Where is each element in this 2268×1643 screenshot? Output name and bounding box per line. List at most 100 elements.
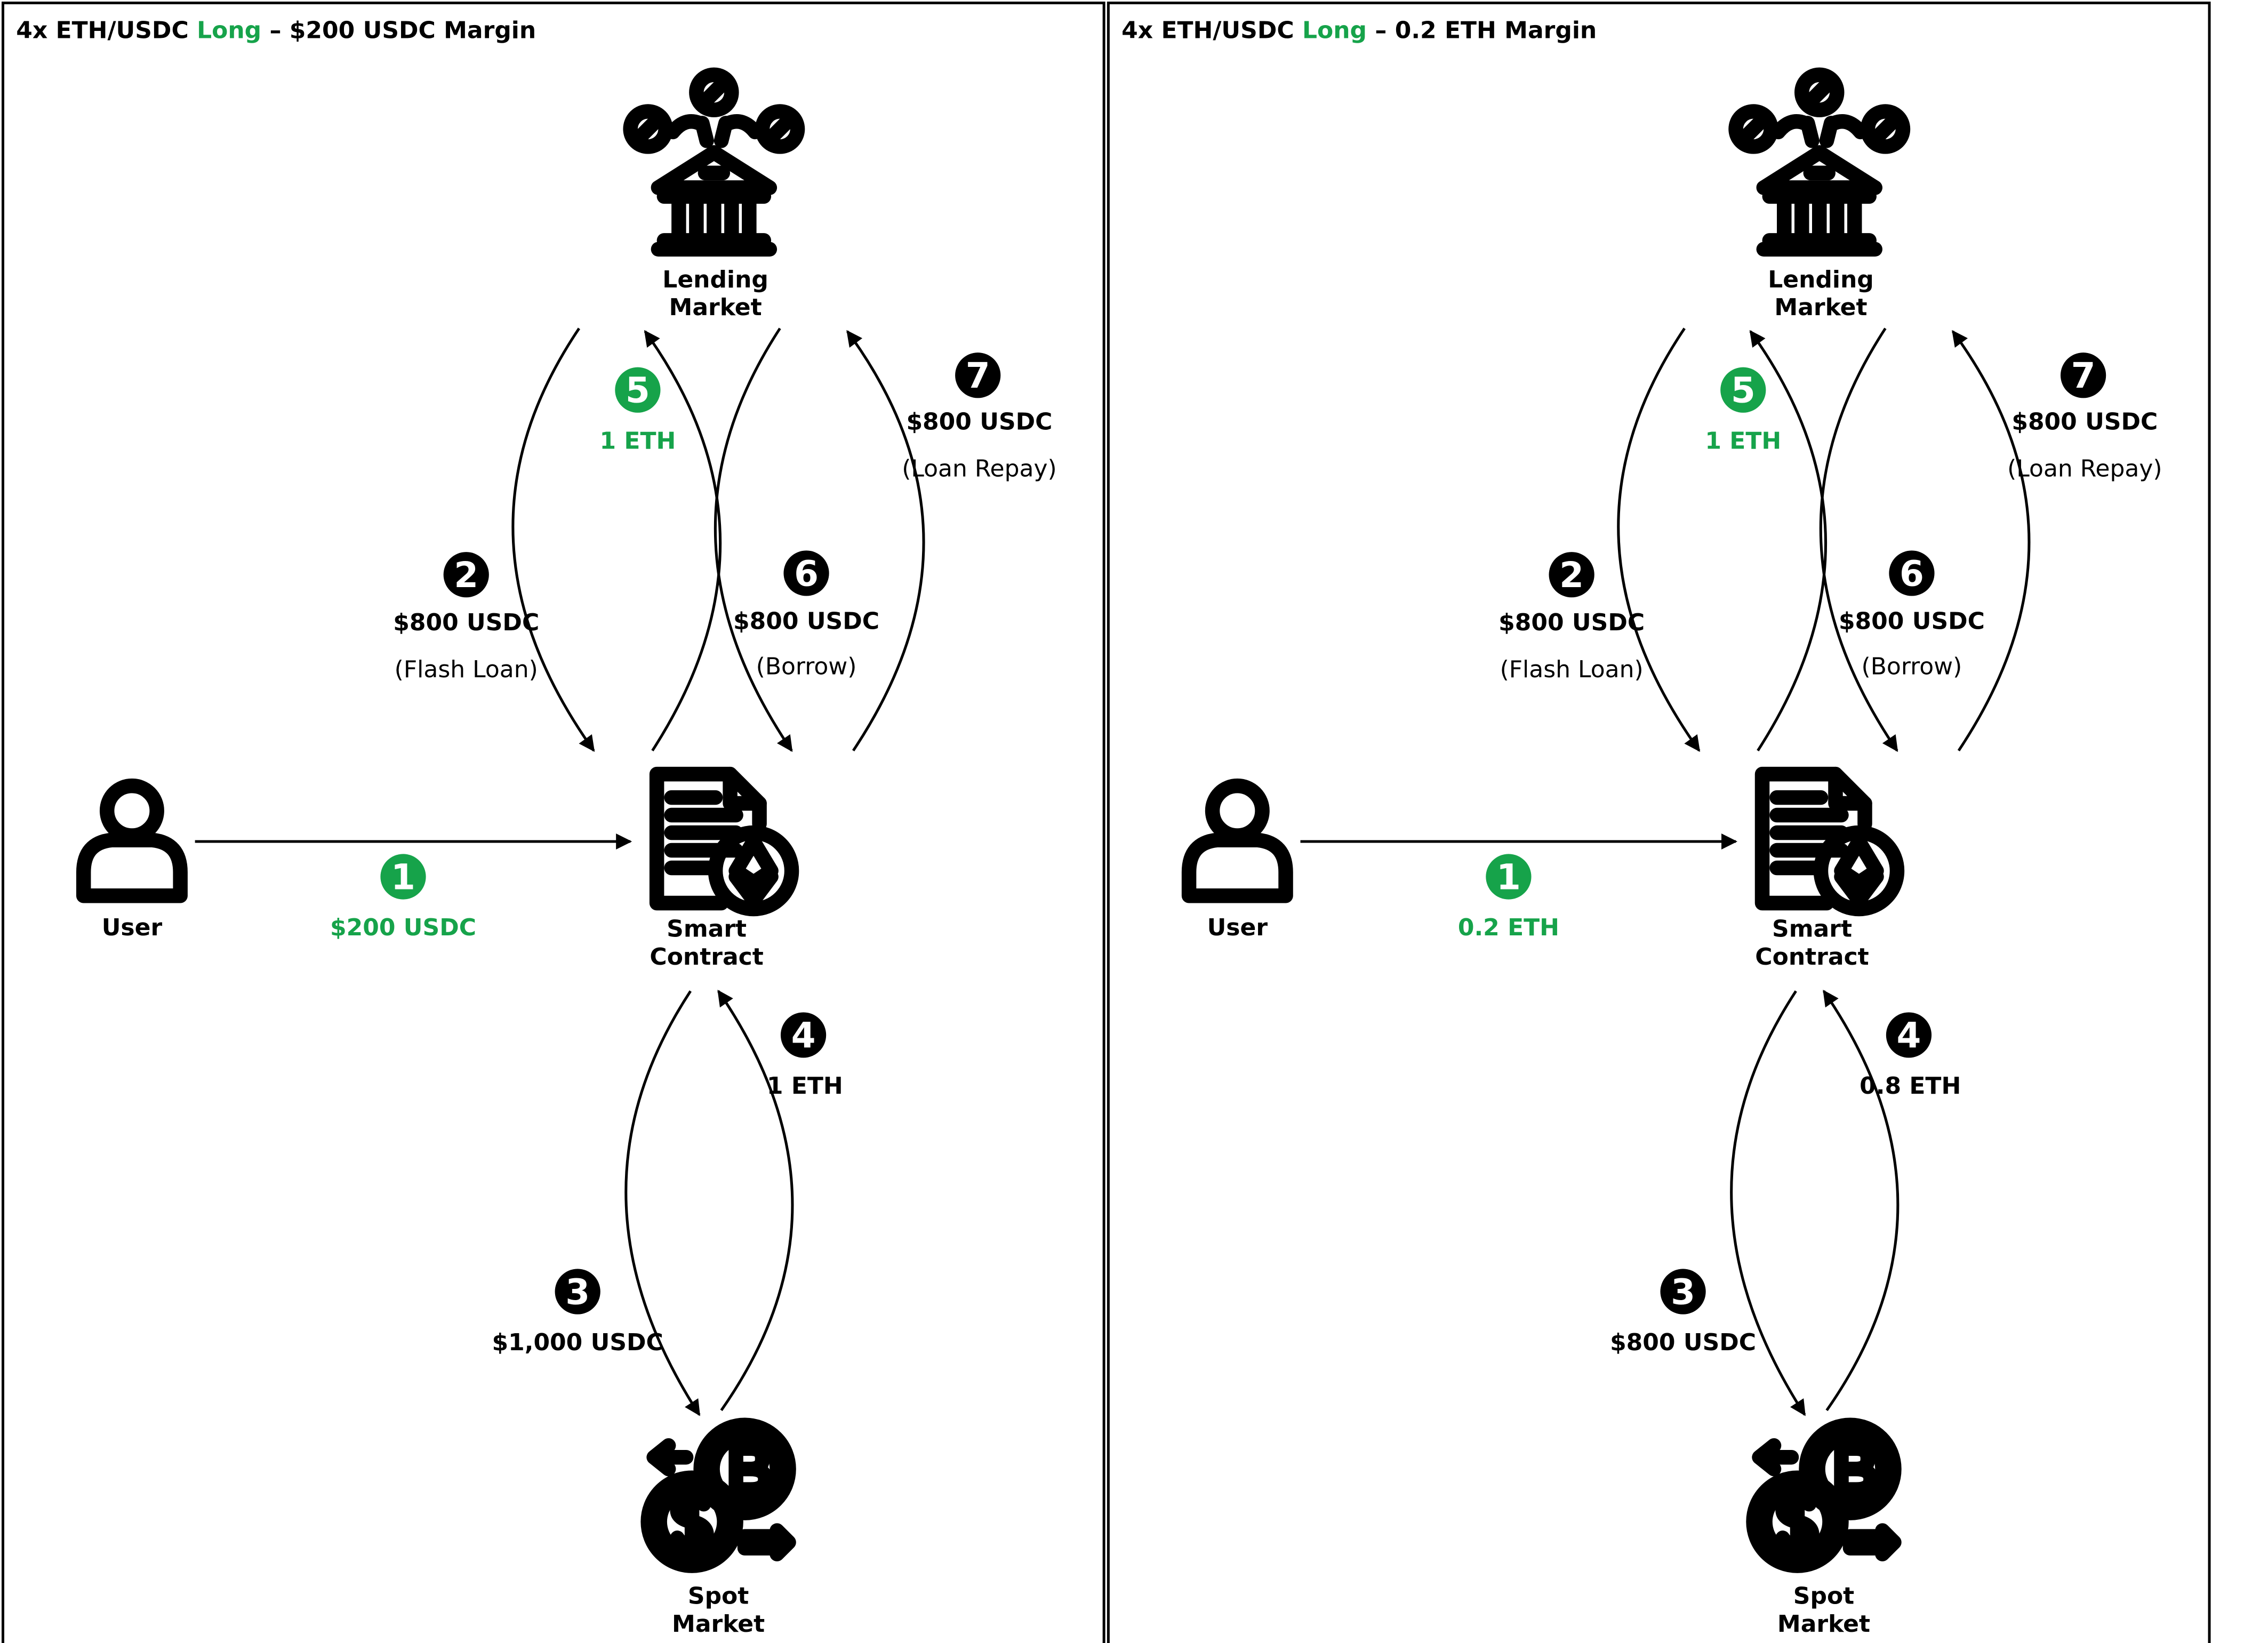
step-badge: 6 xyxy=(783,550,829,596)
arrow-step-6 xyxy=(1819,327,1898,752)
step-badge-circle xyxy=(615,367,661,413)
arrow-step-4 xyxy=(1822,989,1900,1412)
step-badge-circle xyxy=(783,550,829,596)
panel-title: 4x ETH/USDC Long – $200 USDC Margin xyxy=(16,17,536,44)
lending-market-label: Market xyxy=(669,294,762,321)
step-badge-circle xyxy=(1889,550,1935,596)
step-1-amount: 0.2 ETH xyxy=(1458,914,1559,941)
step-badge: 5 xyxy=(615,367,661,413)
arrow-step-2 xyxy=(1617,327,1701,752)
step-4-amount: 0.8 ETH xyxy=(1860,1072,1961,1100)
step-number: 5 xyxy=(1731,370,1756,411)
smart-contract-label: Smart xyxy=(667,916,747,943)
coin-icon xyxy=(1860,104,1911,154)
arrow-left-icon xyxy=(1752,1438,1799,1477)
step-4-amount: 1 ETH xyxy=(767,1072,843,1100)
step-7-amount: $800 USDC xyxy=(906,408,1052,436)
bank-icon xyxy=(623,67,805,257)
contract-icon xyxy=(1754,766,1905,917)
contract-icon xyxy=(649,766,799,917)
step-badge-circle xyxy=(1886,1012,1932,1058)
arrow-step-7 xyxy=(846,330,925,751)
arrow-step-7 xyxy=(1951,330,2031,751)
step-number: 6 xyxy=(794,553,819,594)
title-prefix: 4x ETH/USDC xyxy=(16,17,197,44)
step-number: 7 xyxy=(966,355,990,396)
step-number: 1 xyxy=(1496,856,1521,897)
step-badge-circle xyxy=(780,1012,827,1058)
panel-border xyxy=(1,1,1105,1643)
step-badge-circle xyxy=(955,352,1001,398)
panel-1: 4x ETH/USDC Long – $200 USDC MarginLendi… xyxy=(1,1,1105,1643)
step-badge-circle xyxy=(1660,1269,1706,1315)
lending-market-label: Lending xyxy=(1768,266,1874,293)
step-number: 3 xyxy=(1671,1271,1695,1312)
step-7-amount: $800 USDC xyxy=(2011,408,2158,436)
step-badge-circle xyxy=(380,854,426,900)
spot-market-label: Spot xyxy=(1793,1583,1854,1610)
step-number: 7 xyxy=(2071,355,2096,396)
arrow-step-3 xyxy=(624,990,701,1416)
title-suffix: – 0.2 ETH Margin xyxy=(1367,17,1597,44)
step-badge: 5 xyxy=(1720,367,1766,413)
step-badge: 7 xyxy=(955,352,1001,398)
exchange-icon xyxy=(1746,1417,1902,1573)
step-badge: 1 xyxy=(1486,854,1532,900)
step-badge: 1 xyxy=(380,854,426,900)
step-badge: 7 xyxy=(2060,352,2106,398)
panel-2: 4x ETH/USDC Long – 0.2 ETH MarginLending… xyxy=(1107,1,2211,1643)
ethereum-icon xyxy=(708,825,799,917)
step-3-amount: $1,000 USDC xyxy=(492,1329,663,1356)
step-badge-circle xyxy=(1549,552,1594,598)
dollar-coin-icon xyxy=(640,1470,743,1573)
step-badge-circle xyxy=(443,552,489,598)
exchange-icon xyxy=(640,1417,796,1573)
smart-contract-label: Contract xyxy=(650,943,763,971)
step-badge: 4 xyxy=(1886,1012,1932,1058)
title-prefix: 4x ETH/USDC xyxy=(1121,17,1302,44)
step-6-amount: $800 USDC xyxy=(733,607,879,635)
spot-market-label: Market xyxy=(672,1610,765,1638)
coin-icon xyxy=(623,104,673,154)
user-label: User xyxy=(102,914,163,941)
user-label: User xyxy=(1207,914,1268,941)
step-6-note: (Borrow) xyxy=(1862,653,1962,680)
step-number: 4 xyxy=(791,1015,816,1056)
step-number: 3 xyxy=(565,1271,590,1312)
coin-icon xyxy=(689,67,739,117)
step-badge-circle xyxy=(1720,367,1766,413)
step-number: 1 xyxy=(391,856,415,897)
step-badge-circle xyxy=(1486,854,1532,900)
title-highlight: Long xyxy=(197,17,261,44)
step-number: 2 xyxy=(1559,555,1584,596)
coin-icon xyxy=(1794,67,1845,117)
step-number: 4 xyxy=(1896,1015,1921,1056)
bitcoin-icon xyxy=(693,1417,796,1520)
title-highlight: Long xyxy=(1302,17,1367,44)
spot-market-label: Market xyxy=(1777,1610,1870,1638)
arrow-right-icon xyxy=(737,1523,796,1561)
step-5-amount: 1 ETH xyxy=(599,427,676,454)
title-suffix: – $200 USDC Margin xyxy=(261,17,536,44)
step-7-note: (Loan Repay) xyxy=(2007,455,2162,482)
step-number: 6 xyxy=(1900,553,1924,594)
bitcoin-icon xyxy=(1799,1417,1902,1520)
panel-title: 4x ETH/USDC Long – 0.2 ETH Margin xyxy=(1121,17,1597,44)
step-6-amount: $800 USDC xyxy=(1839,607,1985,635)
step-badge: 3 xyxy=(1660,1269,1706,1315)
step-badge: 2 xyxy=(443,552,489,598)
coin-icon xyxy=(755,104,805,154)
ethereum-icon xyxy=(1813,825,1905,917)
smart-contract-label: Contract xyxy=(1755,943,1869,971)
step-2-amount: $800 USDC xyxy=(1498,609,1645,636)
lending-market-label: Lending xyxy=(662,266,768,293)
panel-border xyxy=(1107,1,2211,1643)
arrow-left-icon xyxy=(646,1438,694,1477)
step-7-note: (Loan Repay) xyxy=(902,455,1056,482)
arrow-step-6 xyxy=(714,327,793,752)
dollar-coin-icon xyxy=(1746,1470,1849,1573)
arrow-step-2 xyxy=(511,327,595,752)
step-3-amount: $800 USDC xyxy=(1610,1329,1756,1356)
step-5-amount: 1 ETH xyxy=(1705,427,1781,454)
step-2-note: (Flash Loan) xyxy=(395,656,538,683)
